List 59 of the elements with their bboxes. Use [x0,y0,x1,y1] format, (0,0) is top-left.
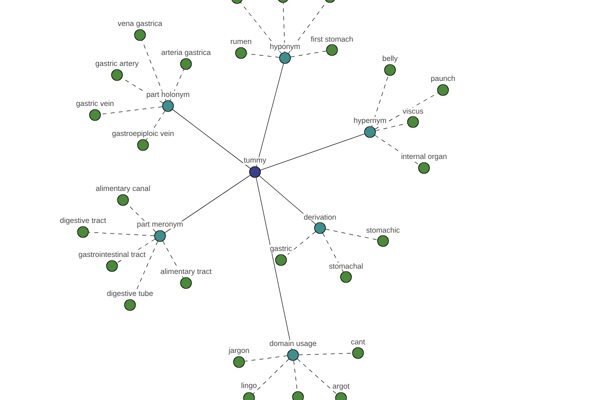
connector-line [288,1,327,54]
graph-node [134,29,146,41]
graph-node [277,0,289,3]
graph-node [117,194,129,206]
graph-node [292,391,304,400]
graph-node [249,166,261,178]
graph-node [124,299,136,311]
graph-node [437,84,449,96]
connector-line [297,358,337,394]
connector-line [256,177,292,350]
graph-node [162,100,174,112]
graph-node [340,271,352,283]
connector-line [375,123,408,131]
connector-line [285,231,316,257]
connector-line [162,240,184,278]
graph-node [235,47,247,59]
graph-node [89,109,101,121]
graph-node [180,277,192,289]
graph-node [324,0,336,3]
graph-node [418,162,430,174]
graph-node [154,230,166,242]
connector-line [100,106,162,115]
connector-line [252,358,290,394]
graph-node [137,139,149,151]
connector-line [142,40,166,101]
connector-line [298,352,352,356]
connector-line [170,69,184,101]
graph-node [279,52,291,64]
graph-node [352,347,364,359]
graph-node [231,0,243,4]
connector-line [374,92,438,130]
graph-node [287,349,299,361]
connector-line [246,53,280,58]
graph-node [335,392,347,400]
graph-node [407,116,419,128]
graph-node [377,235,389,247]
connector-line [260,134,365,170]
graph-node [111,69,123,81]
graph-node [106,260,118,272]
graph-node [77,226,89,238]
connector-line [372,75,388,127]
graph-node [326,44,338,56]
graph-node [243,392,255,400]
connector-line [240,2,282,54]
graph-node [314,222,326,234]
connector-line [256,63,284,167]
connector-line [290,50,327,58]
graph-node [233,356,245,368]
connector-line [146,110,166,140]
connector-line [325,228,378,240]
connector-line [88,232,154,236]
connector-line [322,232,344,272]
graph-node [384,64,396,76]
graph-node [180,58,192,70]
graph-node [364,126,376,138]
connector-line [172,109,251,169]
connector-line [244,356,288,362]
graph-node [275,254,287,266]
connector-line [282,2,286,52]
